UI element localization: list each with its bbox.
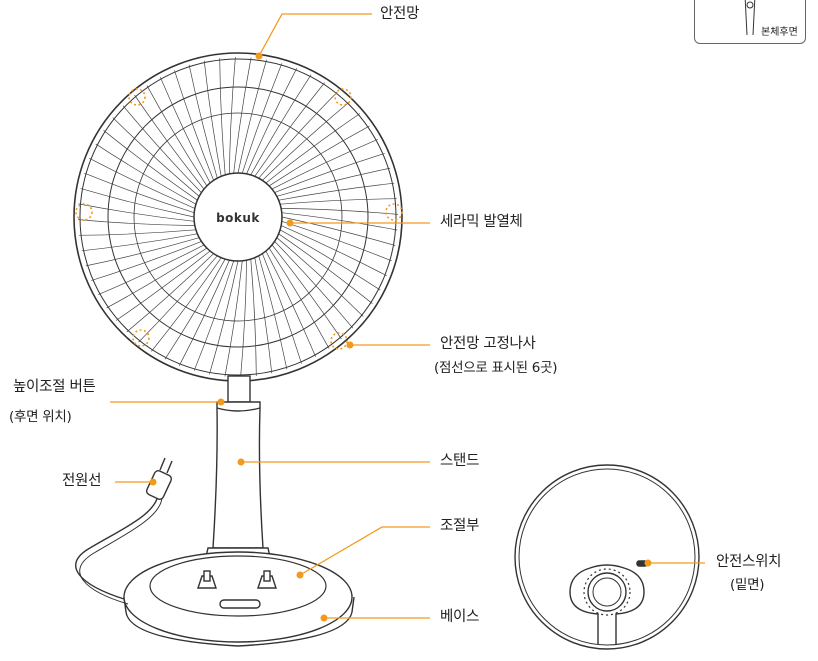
- guard-spoke: [78, 219, 195, 226]
- inset-label: 본체후면: [761, 27, 798, 38]
- label-power-cord: 전원선: [62, 473, 102, 489]
- label-ceramic-heater: 세라믹 발열체: [440, 214, 523, 230]
- guard-spoke: [274, 153, 385, 193]
- label-stand: 스탠드: [440, 453, 480, 469]
- power-cord: [75, 457, 173, 605]
- guard-spoke: [103, 130, 198, 201]
- guard-spoke: [89, 157, 195, 209]
- guard-spoke: [78, 203, 195, 222]
- guard-spoke: [81, 233, 198, 252]
- guard-spoke: [97, 244, 205, 296]
- screw-marker: [132, 329, 150, 347]
- fan-head: [73, 52, 403, 382]
- guard-spoke: [281, 212, 398, 231]
- guard-spoke: [95, 143, 197, 205]
- label-base: 베이스: [440, 609, 480, 625]
- stand: [203, 375, 273, 567]
- guard-spoke: [241, 63, 283, 174]
- guard-spoke: [134, 94, 205, 190]
- guard-spoke: [122, 105, 202, 193]
- label-height-button-note: (후면 위치): [9, 409, 72, 425]
- guard-spoke: [151, 257, 222, 352]
- guard-spoke: [203, 60, 222, 177]
- guard-spoke: [262, 253, 302, 364]
- guard-spoke: [115, 250, 211, 321]
- guard-spoke: [276, 237, 364, 317]
- guard-spoke: [258, 91, 338, 179]
- guard-spoke: [188, 64, 218, 179]
- rear-view-sketch: [744, 0, 756, 36]
- guard-spoke: [281, 225, 387, 277]
- leader-lines: [110, 13, 705, 619]
- guard-spoke: [258, 255, 288, 370]
- guard-spoke: [262, 101, 350, 181]
- guard-spoke: [174, 70, 214, 181]
- guard-spoke: [138, 255, 218, 343]
- guard-spoke: [268, 247, 330, 349]
- label-control: 조절부: [440, 518, 480, 534]
- label-guard-screw: 안전망 고정나사: [440, 336, 536, 352]
- screw-marker: [128, 88, 146, 106]
- label-safety-switch: 안전스위치: [716, 554, 782, 570]
- guard-spoke: [274, 241, 354, 329]
- guard-spoke: [278, 182, 395, 201]
- label-height-button: 높이조절 버튼: [13, 379, 96, 395]
- guard-spoke: [80, 188, 195, 218]
- guard-spoke: [271, 244, 342, 340]
- label-safety-switch-note: (밑면): [730, 577, 765, 593]
- guard-spoke: [233, 57, 252, 174]
- guard-spoke: [164, 258, 226, 360]
- bottom-view: [514, 464, 700, 650]
- label-safety-guard: 안전망: [380, 6, 420, 22]
- screw-marker: [385, 203, 403, 221]
- guard-spoke: [279, 229, 381, 291]
- guard-spoke: [268, 125, 370, 187]
- guard-spoke: [265, 113, 361, 184]
- guard-spokes: [78, 57, 398, 377]
- guard-spoke: [193, 260, 235, 371]
- guard-spoke: [159, 76, 211, 184]
- guard-spoke: [112, 117, 200, 197]
- guard-spoke: [250, 74, 312, 176]
- guard-spoke: [265, 250, 317, 358]
- screw-marker: [330, 332, 348, 350]
- guard-spoke: [271, 138, 379, 190]
- guard-spoke: [276, 167, 391, 197]
- guard-spoke: [84, 172, 195, 214]
- guard-spoke: [178, 260, 230, 366]
- guard-spoke: [91, 241, 202, 281]
- guard-spoke: [281, 208, 398, 215]
- guard-spoke: [219, 57, 226, 175]
- guard-spoke: [146, 85, 208, 187]
- rear-view-inset: 본체후면: [694, 0, 806, 44]
- guard-spoke: [281, 220, 392, 262]
- label-guard-screw-note: (점선으로 표시된 6곳): [434, 360, 558, 376]
- base: [123, 551, 355, 647]
- guard-spoke: [254, 257, 273, 374]
- guard-spoke: [224, 260, 243, 377]
- screw-marker: [334, 88, 352, 106]
- guard-spoke: [280, 198, 398, 205]
- guard-spoke: [278, 233, 373, 304]
- guard-spoke: [237, 59, 267, 174]
- guard-spoke: [229, 57, 236, 174]
- guard-spoke: [106, 247, 208, 309]
- guard-spoke: [126, 253, 214, 333]
- leader-dots: [149, 52, 652, 622]
- guard-spoke: [246, 68, 298, 174]
- screw-marker: [75, 203, 93, 221]
- guard-spoke: [281, 216, 396, 246]
- guard-spoke: [240, 260, 247, 377]
- guard-spoke: [209, 260, 239, 375]
- guard-spoke: [254, 82, 325, 177]
- center-hub: bokuk: [193, 172, 283, 262]
- guard-spoke: [250, 259, 257, 377]
- guard-spoke: [78, 229, 196, 236]
- screw-markers: [75, 88, 403, 350]
- brand-logo: bokuk: [216, 211, 260, 225]
- guard-spoke: [85, 237, 200, 267]
